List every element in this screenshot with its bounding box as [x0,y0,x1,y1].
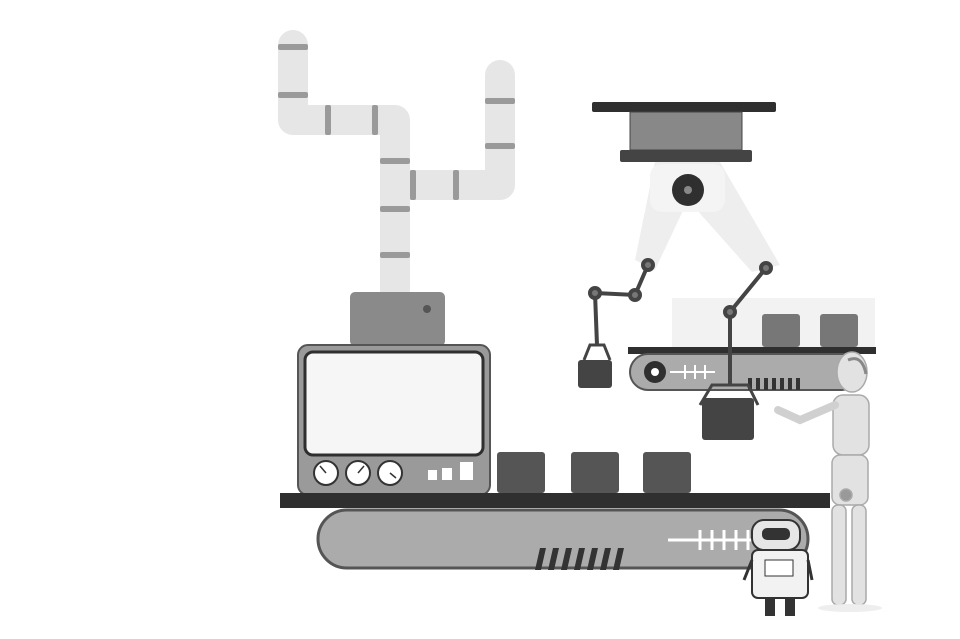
box [762,314,800,347]
pipe-bands [278,44,515,258]
upper-conveyor [628,298,876,391]
hopper [350,292,445,346]
pipe-main [278,30,410,305]
pipe-branch [380,60,515,200]
belt-stripes [535,548,624,570]
box [820,314,858,347]
robot-arm-right [698,261,773,440]
pipe-system [278,30,515,305]
belt-fishbone [668,530,760,550]
indicator-lights [428,462,473,480]
monitor-screen [303,350,485,457]
small-robot [742,519,814,616]
gauge-icon [313,460,403,486]
box [497,452,691,493]
monitor-machine [297,344,491,496]
humanoid-robot [774,351,882,612]
ceiling-mount [592,102,780,272]
main-conveyor [280,452,830,570]
robot-arm-left [578,258,655,388]
